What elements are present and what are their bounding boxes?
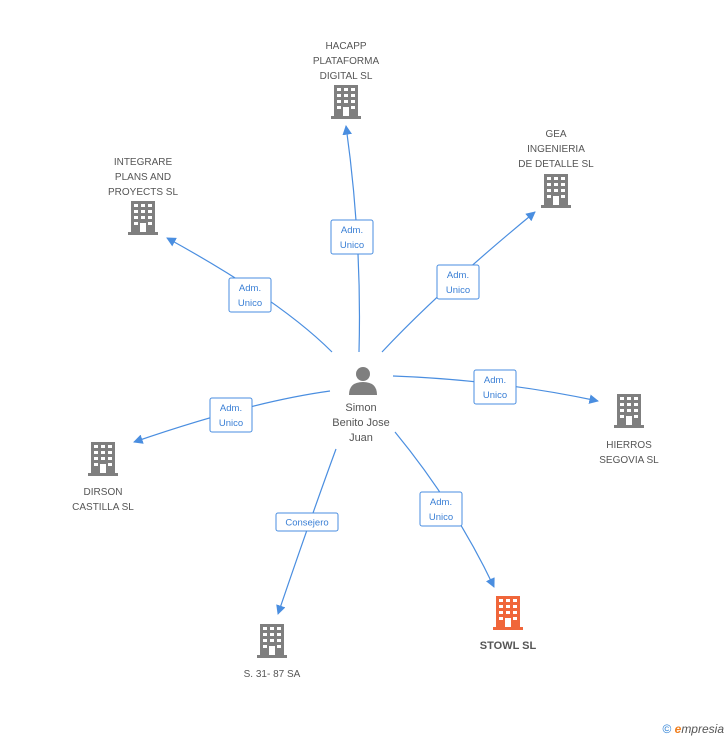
empresia-logo-text: mpresia xyxy=(681,722,724,736)
building-icon[interactable] xyxy=(493,596,523,630)
company-name[interactable]: S. 31- 87 SA xyxy=(244,669,301,680)
building-icon[interactable] xyxy=(128,201,158,235)
building-icon[interactable] xyxy=(541,174,571,208)
company-name[interactable]: PLANS AND xyxy=(115,172,171,183)
role-label-text: Unico xyxy=(340,240,364,251)
footer-brand: © empresia xyxy=(662,722,724,736)
building-icon[interactable] xyxy=(257,624,287,658)
company-node-hierros[interactable]: HIERROS SEGOVIA SL xyxy=(599,394,659,466)
copyright-icon: © xyxy=(662,722,672,736)
person-name[interactable]: Benito Jose xyxy=(332,417,389,429)
role-label-s3187[interactable]: Consejero xyxy=(275,512,339,532)
role-label-text: Adm. xyxy=(239,283,261,294)
company-name[interactable]: PLATAFORMA xyxy=(313,56,380,67)
company-node-s3187[interactable]: S. 31- 87 SA xyxy=(244,624,301,680)
company-node-dirson[interactable]: DIRSON CASTILLA SL xyxy=(72,442,134,513)
company-name[interactable]: GEA xyxy=(545,129,566,140)
role-label-text: Adm. xyxy=(430,497,452,508)
edge-labels: Adm.UnicoAdm.UnicoAdm.UnicoAdm.UnicoAdm.… xyxy=(209,219,517,532)
nodes: HACAPP PLATAFORMA DIGITAL SL GEA INGENIERIA D… xyxy=(72,41,659,680)
company-name[interactable]: INTEGRARE xyxy=(114,157,173,168)
company-name[interactable]: HACAPP xyxy=(325,41,366,52)
role-label-text: Consejero xyxy=(285,518,328,529)
company-node-hacapp[interactable]: HACAPP PLATAFORMA DIGITAL SL xyxy=(313,41,380,119)
company-name[interactable]: PROYECTS SL xyxy=(108,187,178,198)
role-label-stowl[interactable]: Adm. Unico xyxy=(419,491,463,527)
role-label-gea[interactable]: Adm. Unico xyxy=(436,264,480,300)
building-icon[interactable] xyxy=(614,394,644,428)
company-name[interactable]: HIERROS xyxy=(606,440,652,451)
role-label-text: Unico xyxy=(446,285,470,296)
role-label-text: Adm. xyxy=(447,270,469,281)
role-label-text: Unico xyxy=(483,390,507,401)
company-name[interactable]: SEGOVIA SL xyxy=(599,455,659,466)
company-name[interactable]: STOWL SL xyxy=(480,640,537,652)
role-label-text: Unico xyxy=(429,512,453,523)
empresia-logo-e: e xyxy=(674,722,682,736)
company-node-integrare[interactable]: INTEGRARE PLANS AND PROYECTS SL xyxy=(108,157,178,235)
person-name[interactable]: Juan xyxy=(349,432,373,444)
company-name[interactable]: INGENIERIA xyxy=(527,144,585,155)
person-icon[interactable] xyxy=(349,367,377,395)
company-node-stowl[interactable]: STOWL SL xyxy=(480,596,537,652)
role-label-integrare[interactable]: Adm. Unico xyxy=(228,277,272,313)
company-name[interactable]: CASTILLA SL xyxy=(72,502,134,513)
role-label-text: Adm. xyxy=(220,403,242,414)
role-label-text: Adm. xyxy=(341,225,363,236)
building-icon[interactable] xyxy=(88,442,118,476)
building-icon[interactable] xyxy=(331,85,361,119)
company-name[interactable]: DIRSON xyxy=(84,487,123,498)
role-label-text: Adm. xyxy=(484,375,506,386)
role-label-hierros[interactable]: Adm. Unico xyxy=(473,369,517,405)
company-node-gea[interactable]: GEA INGENIERIA DE DETALLE SL xyxy=(518,129,594,208)
company-name[interactable]: DIGITAL SL xyxy=(320,71,373,82)
person-name[interactable]: Simon xyxy=(345,402,376,414)
role-label-text: Unico xyxy=(219,418,243,429)
role-label-dirson[interactable]: Adm. Unico xyxy=(209,397,253,433)
company-name[interactable]: DE DETALLE SL xyxy=(518,159,594,170)
role-label-text: Unico xyxy=(238,298,262,309)
role-label-hacapp[interactable]: Adm. Unico xyxy=(330,219,374,255)
